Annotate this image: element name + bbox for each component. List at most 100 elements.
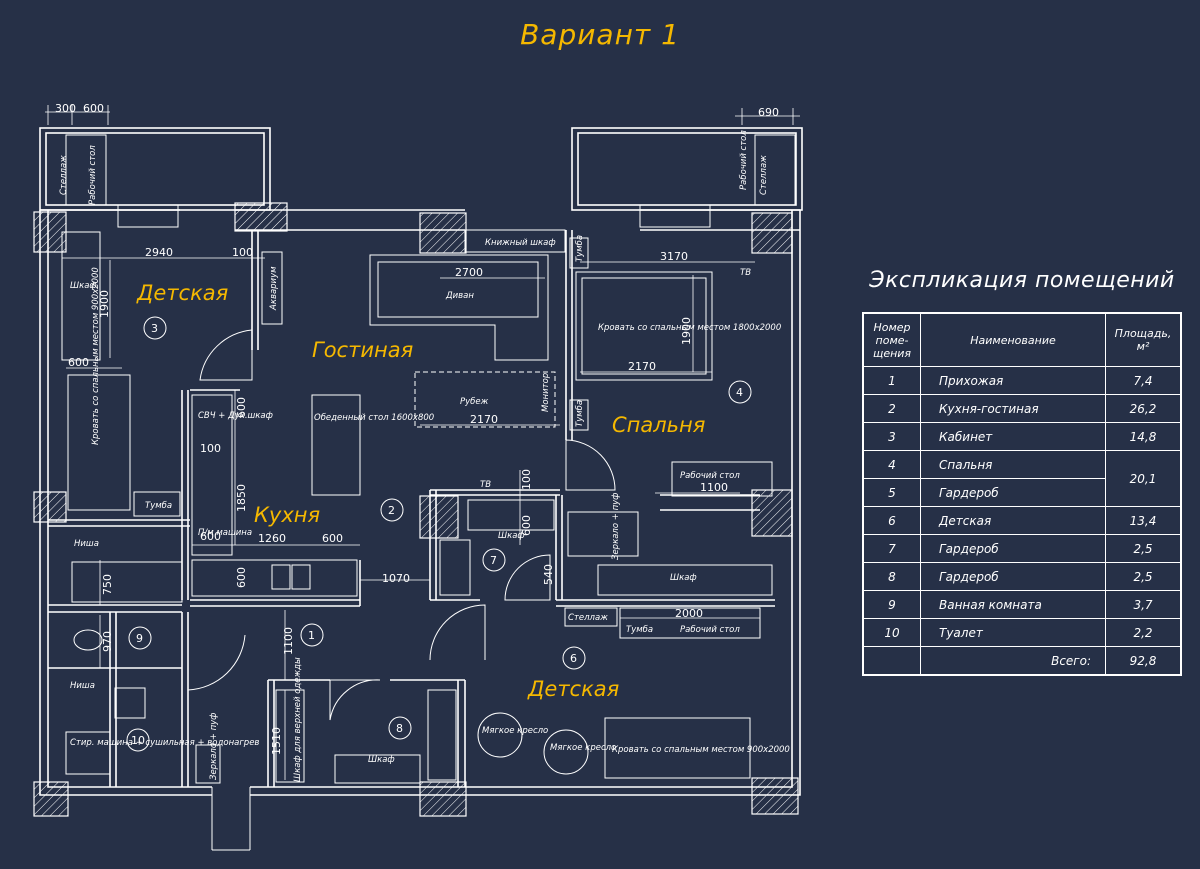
dim-690: 690 <box>758 106 779 119</box>
room-number-8: 8 <box>396 722 403 735</box>
furniture-labels: Стеллаж Рабочий стол Шкаф Кровать со спа… <box>59 130 790 782</box>
dim-600-b: 600 <box>68 356 89 369</box>
dim-2700: 2700 <box>455 266 483 279</box>
label-washer: Стир. машина + сушильная + водонагрев <box>70 738 259 748</box>
label-mirror-2: Зеркало + пуф <box>611 493 621 560</box>
room-number-1: 1 <box>308 629 315 642</box>
label-nightstand-2: Тумба <box>575 235 585 262</box>
label-dining-table: Обеденный стол 1600х800 <box>314 413 434 423</box>
col-header-name: Наименование <box>920 312 1106 367</box>
label-partition: Рубеж <box>460 397 489 407</box>
dim-100-b: 100 <box>200 442 221 455</box>
room-number-7: 7 <box>490 554 497 567</box>
room-name-living: Гостиная <box>312 338 413 362</box>
label-bed-1: Кровать со спальным местом 900х2000 <box>91 267 101 445</box>
label-desk-2: Рабочий стол <box>680 471 740 481</box>
dimension-labels: 300 600 690 2940 100 1900 2700 3170 1900… <box>55 102 779 755</box>
room-number-markers: 1 2 3 4 6 7 8 9 10 <box>126 316 752 752</box>
label-nightstand-4: Тумба <box>626 625 653 635</box>
floor-plan: 300 600 690 2940 100 1900 2700 3170 1900… <box>33 102 803 851</box>
label-monitor: Монитор <box>541 373 551 412</box>
label-wardrobe-hall: Шкаф для верхней одежды <box>293 657 303 782</box>
dim-2000: 2000 <box>675 607 703 620</box>
label-tv-2: ТВ <box>480 480 491 490</box>
room-name-kids-2: Детская <box>527 677 619 701</box>
dim-1900-b: 1900 <box>680 317 693 345</box>
walls <box>39 127 803 851</box>
label-aquarium: Аквариум <box>269 266 279 311</box>
label-wardrobe-8: Шкаф <box>368 755 395 765</box>
col-header-number: Номер поме-щения <box>862 312 921 367</box>
doors <box>187 329 616 721</box>
label-chair-1: Мягкое кресло <box>482 726 548 736</box>
label-desk-3: Рабочий стол <box>680 625 740 635</box>
furniture-shapes <box>61 134 796 784</box>
dim-600-g: 600 <box>520 515 533 536</box>
room-names: Детская Гостиная Спальня Кухня Детская <box>136 281 705 701</box>
label-tv-1: ТВ <box>740 268 751 278</box>
dim-1100-a: 1100 <box>700 481 728 494</box>
room-name-bedroom: Спальня <box>612 413 705 437</box>
label-dishwasher: П/м машина <box>198 528 252 538</box>
label-bookcase: Книжный шкаф <box>485 238 556 248</box>
room-number-9: 9 <box>136 632 143 645</box>
label-nightstand-1: Тумба <box>145 501 172 511</box>
dim-2940: 2940 <box>145 246 173 259</box>
total-label: Всего: <box>920 646 1106 676</box>
columns <box>33 202 799 817</box>
dim-600: 600 <box>83 102 104 115</box>
label-bed-3: Кровать со спальным местом 900х2000 <box>612 745 790 755</box>
room-name-kids-1: Детская <box>136 281 228 305</box>
dim-1100-b: 1100 <box>282 627 295 655</box>
page-title: Вариант 1 <box>520 18 680 51</box>
label-mirror-1: Зеркало + пуф <box>209 713 219 780</box>
label-niche-1: Ниша <box>74 539 99 549</box>
dim-540: 540 <box>542 564 555 585</box>
label-niche-2: Ниша <box>70 681 95 691</box>
dim-600-f: 600 <box>235 567 248 588</box>
room-number-2: 2 <box>388 504 395 517</box>
label-microwave: СВЧ + Дух.шкаф <box>198 411 273 421</box>
dim-2170-a: 2170 <box>628 360 656 373</box>
dim-3170: 3170 <box>660 250 688 263</box>
label-wardrobe-1: Шкаф <box>70 281 97 291</box>
dim-100-c: 100 <box>520 469 533 490</box>
label-chair-2: Мягкое кресло <box>550 743 616 753</box>
label-wardrobe-6: Шкаф <box>670 573 697 583</box>
dim-2170-b: 2170 <box>470 413 498 426</box>
room-name-kitchen: Кухня <box>254 503 320 527</box>
room-number-3: 3 <box>151 322 158 335</box>
total-value: 92,8 <box>1105 646 1182 676</box>
label-wardrobe-7: Шкаф <box>498 531 525 541</box>
label-desk-1: Рабочий стол <box>88 145 98 205</box>
dim-1900-a: 1900 <box>98 290 111 318</box>
dim-600-c: 600 <box>235 397 248 418</box>
dim-750: 750 <box>101 574 114 595</box>
dim-1070: 1070 <box>382 572 410 585</box>
label-nightstand-3: Тумба <box>575 400 585 427</box>
dimension-lines <box>45 105 800 780</box>
room-number-6: 6 <box>570 652 577 665</box>
explication-table: Номер поме-щения Наименование Площадь, м… <box>862 312 1182 676</box>
room-number-4: 4 <box>736 386 743 399</box>
table-total-row: Всего: 92,8 <box>862 646 1182 676</box>
dim-970: 970 <box>101 631 114 652</box>
label-sofa: Диван <box>445 291 474 301</box>
dim-1850: 1850 <box>235 484 248 512</box>
label-shelf-3: Стеллаж <box>759 155 769 195</box>
col-header-area: Площадь, м² <box>1105 312 1182 367</box>
dim-1510: 1510 <box>270 727 283 755</box>
label-bed-2: Кровать со спальным местом 1800х2000 <box>598 323 781 333</box>
dim-300: 300 <box>55 102 76 115</box>
dim-600-d: 600 <box>200 530 221 543</box>
